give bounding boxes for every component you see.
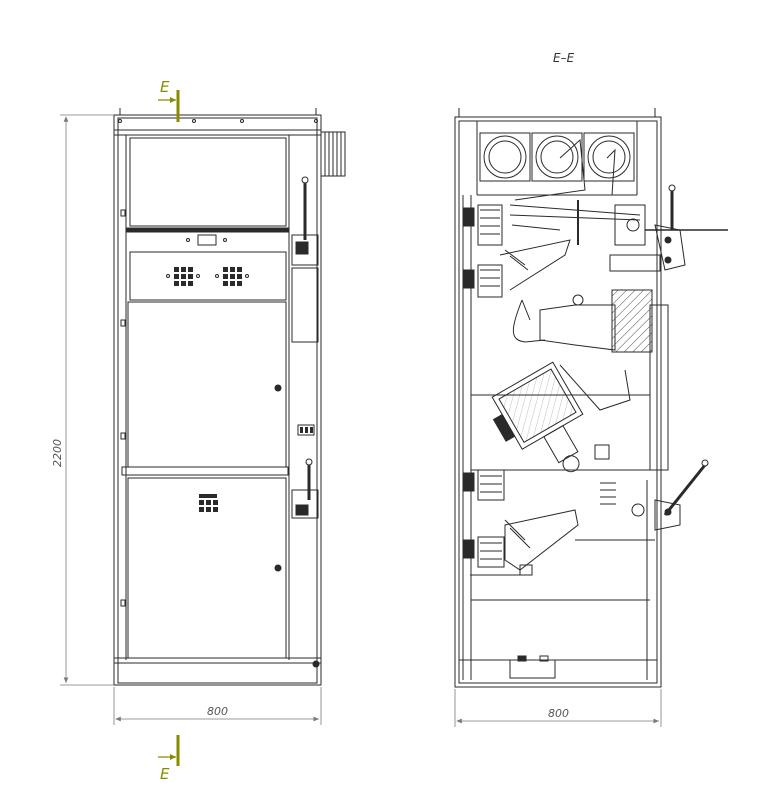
section-lower-mechanism	[631, 459, 709, 531]
section-enclosure	[454, 116, 662, 688]
upper-insulators	[463, 204, 503, 298]
section-view	[454, 108, 728, 688]
lower-insulators	[463, 469, 616, 568]
earthing-switch	[470, 509, 655, 576]
lower-post-insulator	[600, 482, 616, 505]
dimension-width-section	[454, 689, 662, 727]
front-top-rail	[113, 114, 322, 136]
dimension-height	[60, 114, 114, 686]
section-title: E–E	[553, 51, 575, 65]
front-cabinet-outline	[113, 114, 322, 686]
section-marker-bottom: E	[158, 735, 180, 783]
front-lower-mechanism	[291, 489, 319, 519]
front-side-cable-bundle	[320, 131, 346, 177]
lower-door-lock	[274, 564, 282, 572]
lower-indicator-block	[199, 494, 218, 512]
front-relay-compartment	[129, 137, 287, 227]
indicator-block-left	[174, 267, 193, 286]
bottom-cable-box	[509, 659, 556, 679]
lower-operating-handle	[663, 464, 707, 516]
front-mid-rail	[121, 466, 289, 476]
busbar-bushings	[479, 132, 635, 182]
busbar-lead-1	[514, 138, 586, 201]
breaker-linkage	[559, 364, 631, 411]
section-label-top: E	[160, 78, 170, 96]
dimension-height-label: 2200	[51, 439, 64, 467]
front-terminal-block	[297, 424, 315, 436]
front-nameplate	[197, 234, 217, 246]
dimension-width-front	[113, 687, 322, 725]
section-side-panel	[649, 304, 669, 471]
upper-door-lock	[274, 384, 282, 392]
breaker-small-box	[594, 444, 610, 460]
dimension-width-front-label: 800	[207, 705, 228, 718]
upper-contact-assembly	[512, 289, 653, 353]
circuit-breaker	[491, 361, 584, 473]
cable-compartment	[459, 599, 657, 679]
section-marker-top: E	[158, 78, 180, 122]
upper-disconnector	[499, 200, 641, 291]
section-upper-mechanism	[609, 184, 728, 272]
front-upper-door	[127, 301, 287, 468]
front-base	[113, 657, 322, 686]
section-label-bottom: E	[160, 765, 170, 783]
front-view	[113, 108, 346, 686]
busbar-lead-2	[606, 148, 616, 196]
indicator-block-right	[223, 267, 242, 286]
dimension-width-section-label: 800	[548, 707, 569, 720]
front-indicator-panel	[129, 251, 287, 301]
